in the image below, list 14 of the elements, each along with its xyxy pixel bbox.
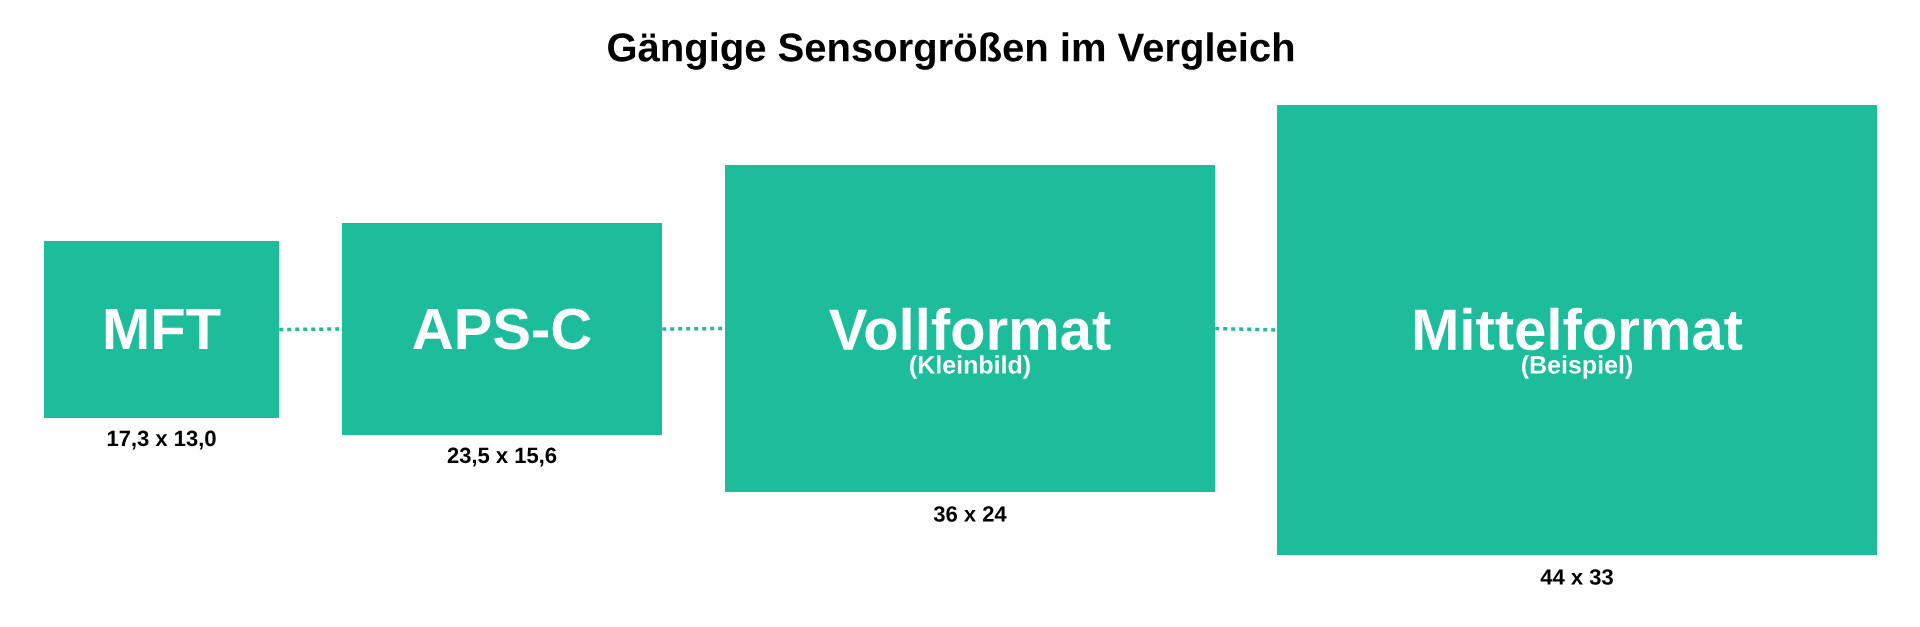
dimension-label: 17,3 x 13,0: [107, 430, 216, 450]
box-label: Vollformat: [829, 307, 1111, 351]
box-sublabel: (Kleinbild): [910, 355, 1030, 379]
box-label: MFT: [105, 309, 221, 349]
box-sublabel: (Beispiel): [1522, 355, 1633, 379]
connector-line: [279, 327, 342, 332]
box-label: APS-C: [413, 308, 591, 350]
connector-line: [662, 326, 725, 331]
dimension-label: 23,5 x 15,6: [447, 447, 557, 467]
connector-line: [1215, 326, 1277, 332]
dimension-label: 36 x 24: [933, 506, 1007, 522]
title: Gängige Sensorgrößen im Vergleich: [608, 32, 1294, 70]
box-label: Mittelformat: [1414, 307, 1743, 351]
dimension-label: 44 x 33: [1540, 569, 1613, 585]
